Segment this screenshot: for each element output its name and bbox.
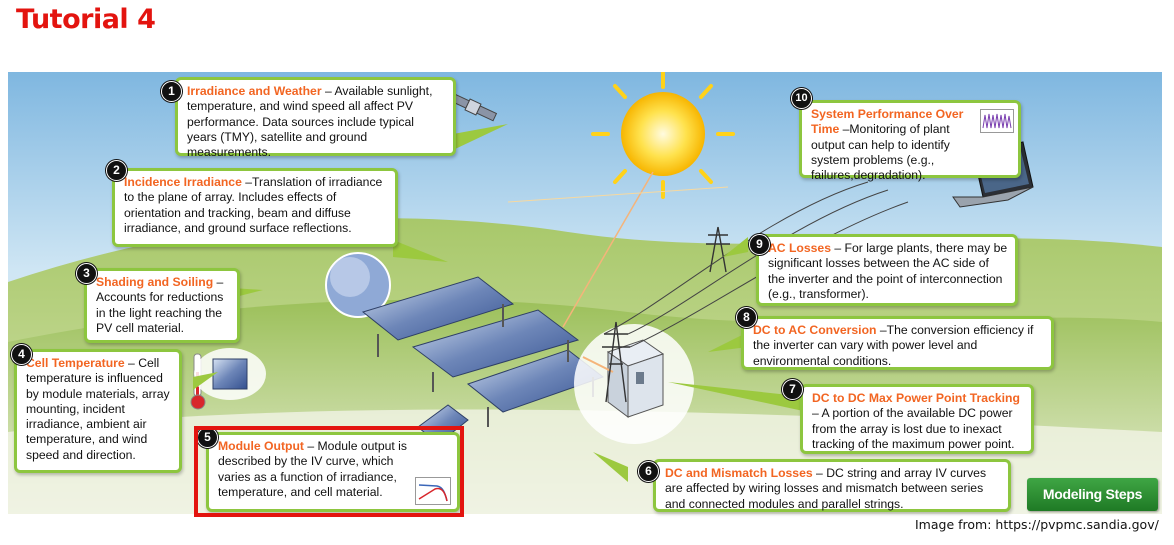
inverter-icon — [606, 339, 665, 418]
step-6-number: 6 — [638, 461, 659, 482]
step-3-box: Shading and Soiling – Accounts for reduc… — [84, 268, 240, 343]
step-10-number: 10 — [791, 88, 812, 109]
modeling-steps-button[interactable]: Modeling Steps — [1027, 478, 1158, 511]
step-9-number: 9 — [749, 234, 770, 255]
step-10-heading: System Performance Over Time — [811, 107, 964, 137]
step-9-heading: AC Losses — [768, 241, 831, 255]
page-title: Tutorial 4 — [16, 4, 156, 35]
step-5-text: – Module output is described by the IV c… — [218, 439, 407, 499]
step-4-box: Cell Temperature – Cell temperature is i… — [14, 349, 182, 473]
cell-icon — [212, 358, 248, 390]
step-2-number: 2 — [106, 160, 127, 181]
step-10-text: –Monitoring of plant output can help to … — [811, 122, 950, 183]
step-7-number: 7 — [782, 379, 803, 400]
step-7-heading: DC to DC Max Power Point Tracking — [812, 391, 1020, 405]
step-7-box: DC to DC Max Power Point Tracking – A po… — [800, 384, 1034, 454]
step-2-heading: Incidence Irradiance — [124, 175, 242, 189]
image-source: Image from: https://pvpmc.sandia.gov/ — [915, 517, 1159, 532]
step-8-text: –The conversion efficiency if the invert… — [753, 323, 1034, 368]
step-3-heading: Shading and Soiling — [96, 275, 214, 289]
solar-array-icon — [361, 276, 605, 427]
step-3-number: 3 — [76, 263, 97, 284]
step-1-number: 1 — [161, 81, 182, 102]
step-2-text: –Translation of irradiance to the plane … — [124, 175, 383, 235]
step-1-box: Irradiance and Weather – Available sunli… — [175, 77, 456, 160]
step-6-heading: DC and Mismatch Losses — [665, 466, 813, 480]
step-2-box: Incidence Irradiance –Translation of irr… — [112, 168, 398, 247]
step-1-heading: Irradiance and Weather — [187, 84, 322, 98]
step-8-heading: DC to AC Conversion — [753, 323, 877, 337]
step-6-text: – DC string and array IV curves are affe… — [665, 466, 987, 511]
performance-chart-icon — [980, 109, 1014, 133]
highlight-box — [194, 426, 464, 517]
step-10-box: System Performance Over Time –Monitoring… — [799, 100, 1021, 182]
step-8-box: DC to AC Conversion –The conversion effi… — [741, 316, 1054, 370]
step-4-heading: Cell Temperature — [26, 356, 125, 370]
step-1-text: – Available sunlight, temperature, and w… — [187, 84, 433, 160]
sun-icon — [591, 72, 735, 199]
step-9-box: AC Losses – For large plants, there may … — [756, 234, 1018, 306]
step-4-number: 4 — [11, 344, 32, 365]
step-5-heading: Module Output — [218, 439, 304, 453]
step-9-text: – For large plants, there may be signifi… — [768, 241, 1008, 301]
step-7-text: – A portion of the available DC power fr… — [812, 406, 1015, 451]
step-5-box: Module Output – Module output is describ… — [206, 432, 460, 512]
transmission-tower-icon — [602, 226, 730, 403]
step-6-box: DC and Mismatch Losses – DC string and a… — [653, 459, 1011, 512]
step-3-text: – Accounts for reductions in the light r… — [96, 275, 224, 335]
step-8-number: 8 — [736, 307, 757, 328]
step-4-text: – Cell temperature is influenced by modu… — [26, 356, 170, 462]
iv-curve-icon — [415, 477, 451, 505]
